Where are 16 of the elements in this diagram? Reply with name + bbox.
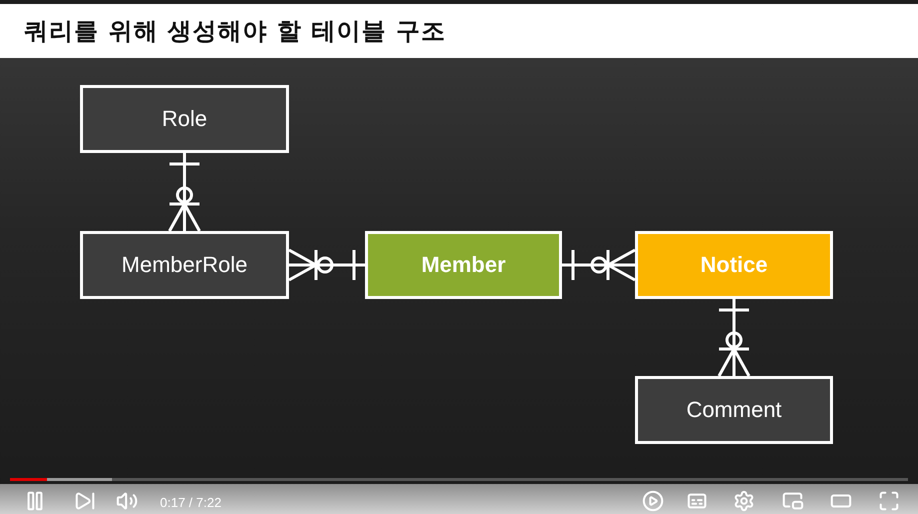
relationship-line [562,248,636,282]
entity-box [80,231,289,299]
entity-name: Notice [700,252,768,278]
entity-name: MemberRole [122,252,248,278]
relationship-line [718,299,750,378]
entity-box [365,231,562,299]
relationship-line [168,153,201,232]
title: 쿼리를 위해 생성해야 할 테이블 구조 [24,16,446,47]
relationship-line [288,248,365,282]
entity-name: Member [421,252,506,278]
entity-box [635,376,833,444]
time-label: 0:17 / 7:22 [160,495,222,510]
entity-box [635,231,833,299]
entity-name: Comment [686,397,782,423]
entity-box [80,85,289,153]
entity-name: Role [162,106,208,132]
